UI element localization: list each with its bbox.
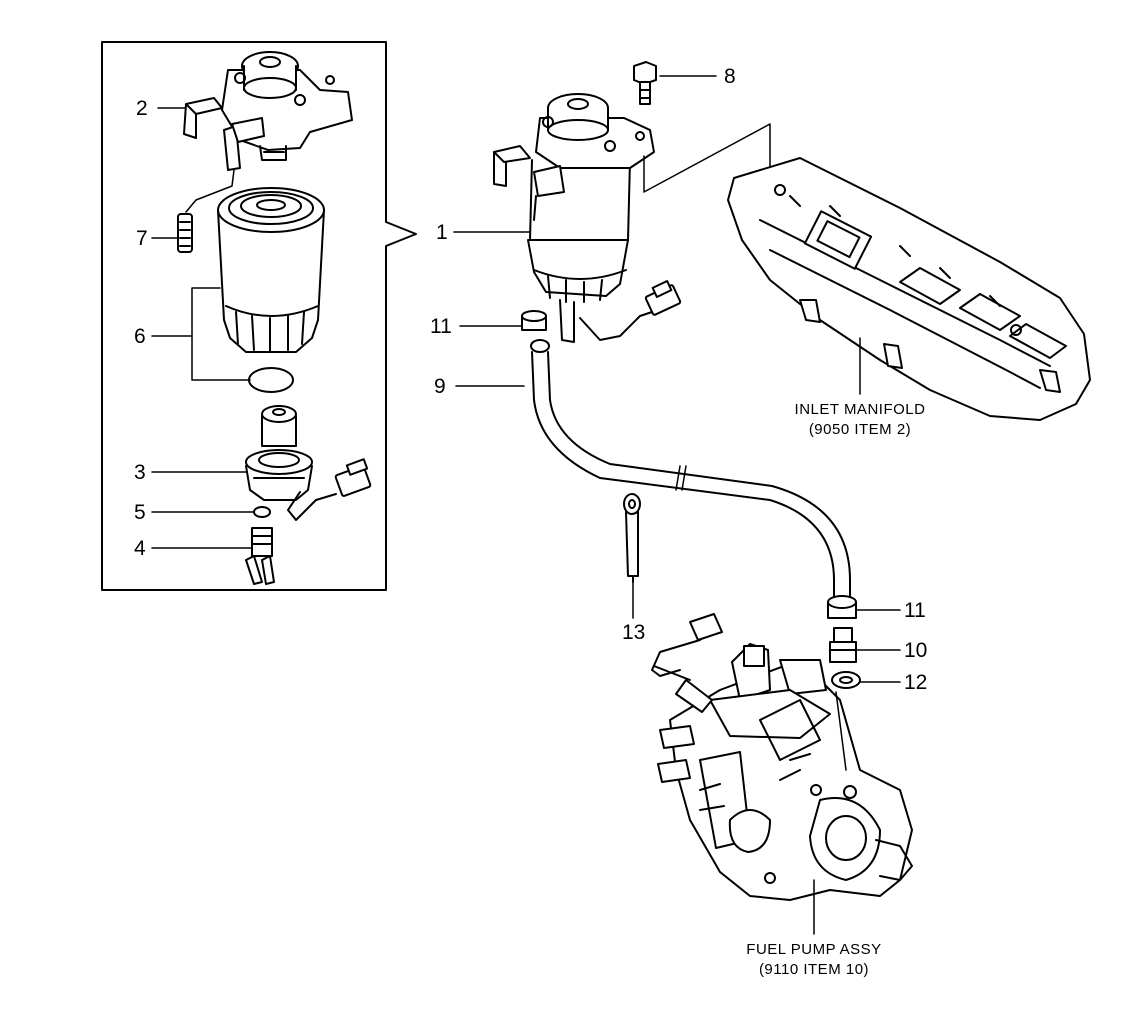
callout-8: 8 bbox=[724, 65, 736, 88]
callout-13: 13 bbox=[622, 621, 646, 644]
leader-lines bbox=[151, 75, 901, 683]
hose-clip-lower bbox=[827, 595, 857, 619]
filter-head-part bbox=[183, 51, 353, 171]
inlet-manifold-caption-line2: (9050 ITEM 2) bbox=[808, 421, 912, 438]
callout-11-lower: 11 bbox=[904, 599, 926, 622]
callout-1: 1 bbox=[436, 221, 448, 244]
callout-11-upper: 11 bbox=[430, 315, 452, 338]
callout-9: 9 bbox=[434, 375, 446, 398]
filter-element-part bbox=[217, 187, 325, 393]
callout-7: 7 bbox=[136, 227, 148, 250]
fuel-filter-assembly bbox=[493, 93, 682, 343]
fuel-pump-caption: FUEL PUMP ASSY (9110 ITEM 10) bbox=[694, 940, 934, 980]
fuel-pump-caption-line1: FUEL PUMP ASSY bbox=[746, 941, 882, 958]
callout-3: 3 bbox=[134, 461, 146, 484]
inlet-manifold-caption-line1: INLET MANIFOLD bbox=[794, 401, 926, 418]
callout-5: 5 bbox=[134, 501, 146, 524]
callout-2: 2 bbox=[136, 97, 148, 120]
hose-clip-upper bbox=[521, 310, 547, 331]
screen-filter-part bbox=[177, 169, 235, 253]
bolt-part bbox=[633, 61, 657, 105]
callout-4: 4 bbox=[134, 537, 146, 560]
ground-wire-part bbox=[623, 493, 641, 583]
exploded-view-frame bbox=[101, 41, 417, 591]
fuel-hose-part bbox=[530, 339, 851, 599]
union-fitting-part bbox=[829, 627, 857, 663]
drain-plug-part bbox=[245, 527, 275, 585]
fuel-pump-assembly bbox=[651, 613, 913, 935]
inlet-manifold-caption: INLET MANIFOLD (9050 ITEM 2) bbox=[740, 400, 980, 440]
callout-6: 6 bbox=[134, 325, 146, 348]
fuel-pump-caption-line2: (9110 ITEM 10) bbox=[758, 961, 870, 978]
callout-10: 10 bbox=[904, 639, 928, 662]
sensor-bowl-part bbox=[245, 405, 372, 521]
inlet-manifold bbox=[727, 157, 1091, 421]
o-ring-part bbox=[253, 506, 271, 518]
washer-part bbox=[831, 671, 861, 689]
mounting-connector-line bbox=[643, 123, 771, 193]
callout-12: 12 bbox=[904, 671, 928, 694]
